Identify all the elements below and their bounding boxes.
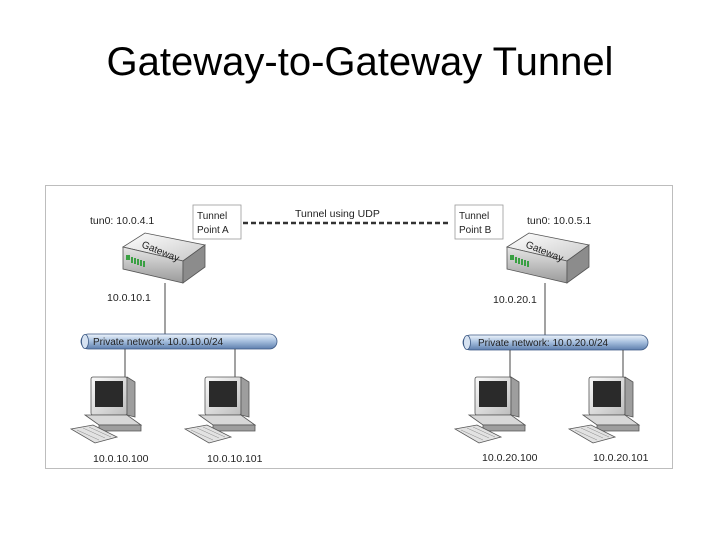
tunnel-point-a-line2: Point A [197, 225, 229, 236]
gateway-b-lan-ip: 10.0.20.1 [493, 294, 537, 306]
gateway-a-icon: Gateway [122, 232, 206, 284]
tunnel-point-a-line1: Tunnel [197, 211, 227, 222]
tunnel-point-b-line2: Point B [459, 225, 492, 236]
network-b-bus [462, 334, 649, 351]
tunnel-point-b-box [454, 204, 504, 240]
network-b-label: Private network: 10.0.20.0/24 [478, 338, 609, 349]
site-a-tun-ip: tun0: 10.0.4.1 [90, 215, 154, 227]
slide-title: Gateway-to-Gateway Tunnel [106, 40, 614, 84]
host-b2-ip: 10.0.20.101 [593, 452, 649, 464]
host-a2-ip: 10.0.10.101 [207, 453, 263, 465]
tunnel-label: Tunnel using UDP [295, 208, 380, 220]
network-a-label: Private network: 10.0.10.0/24 [93, 337, 224, 348]
gateway-a-lan-ip: 10.0.10.1 [107, 292, 151, 304]
diagram-frame [45, 185, 673, 469]
network-diagram: Tunnel using UDP tun0: 10.0.4.1 Tunnel P… [45, 185, 673, 469]
tunnel-point-a-box [192, 204, 242, 240]
site-b-tun-ip: tun0: 10.0.5.1 [527, 215, 591, 227]
network-a-bus [80, 333, 278, 350]
gateway-b-icon: Gateway [506, 232, 590, 284]
host-b1-ip: 10.0.20.100 [482, 452, 538, 464]
host-a1-ip: 10.0.10.100 [93, 453, 149, 465]
tunnel-point-b-line1: Tunnel [459, 211, 489, 222]
